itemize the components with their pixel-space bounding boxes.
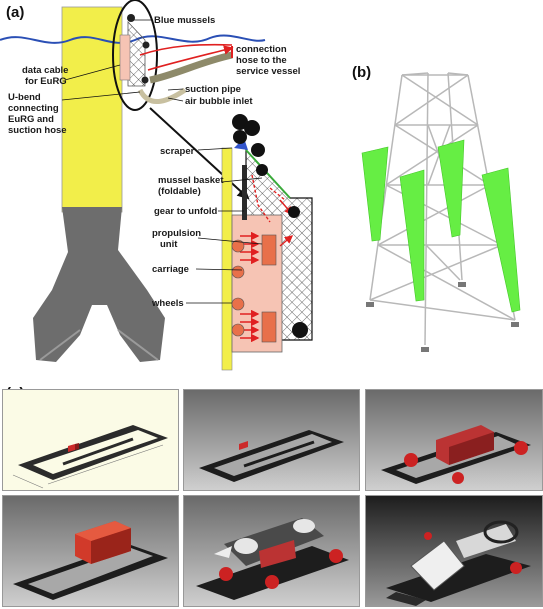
wheel-2 — [231, 265, 245, 279]
label-u-bend-4: suction hose — [8, 125, 67, 136]
panel-label-a: (a) — [6, 4, 25, 21]
label-connection-hose-3: service vessel — [236, 66, 300, 77]
label-scraper: scraper — [160, 146, 195, 157]
label-u-bend-3: EuRG and — [8, 114, 54, 125]
green-brace-3 — [437, 139, 465, 238]
green-brace-4 — [481, 167, 521, 313]
label-suction-pipe: suction pipe — [185, 84, 241, 95]
render-tile-6 — [365, 495, 543, 607]
diagram-a: Blue mussels connection hose to the serv… — [0, 0, 313, 371]
label-propulsion-1: propulsion — [152, 228, 201, 239]
label-u-bend-1: U-bend — [8, 92, 41, 103]
label-mussel-basket-1: mussel basket — [158, 175, 224, 186]
label-wheels: wheels — [151, 298, 184, 309]
label-connection-hose-1: connection — [236, 44, 287, 55]
label-blue-mussels: Blue mussels — [154, 15, 215, 26]
panel-label-b: (b) — [352, 64, 372, 81]
green-brace-1 — [361, 146, 389, 242]
label-data-cable-2: for EuRG — [25, 76, 67, 87]
label-u-bend-2: connecting — [8, 103, 59, 114]
mussels-detail — [232, 114, 308, 338]
wheel-4 — [231, 323, 245, 337]
propulsion-unit-bottom — [261, 311, 277, 343]
label-connection-hose-2: hose to the — [236, 55, 287, 66]
label-mussel-basket-2: (foldable) — [158, 186, 201, 197]
label-air-bubble-inlet: air bubble inlet — [185, 96, 253, 107]
render-tile-3 — [365, 389, 543, 491]
gear-rod — [242, 165, 247, 220]
label-gear-to-unfold: gear to unfold — [154, 206, 218, 217]
label-carriage: carriage — [152, 264, 189, 275]
render-tile-2 — [183, 389, 360, 491]
render-tile-4 — [2, 495, 179, 607]
suction-hose — [149, 51, 233, 84]
label-propulsion-2: unit — [160, 239, 178, 250]
foundation — [33, 207, 165, 362]
wheel-1 — [231, 239, 245, 253]
green-brace-2 — [399, 169, 425, 302]
wheel-3 — [231, 297, 245, 311]
render-tile-5 — [183, 495, 360, 607]
label-data-cable-1: data cable — [22, 65, 68, 76]
render-tile-1 — [2, 389, 179, 491]
highlight-ellipse — [112, 0, 158, 111]
diagram-b-lattice — [361, 72, 521, 352]
propulsion-unit-top — [261, 234, 277, 266]
